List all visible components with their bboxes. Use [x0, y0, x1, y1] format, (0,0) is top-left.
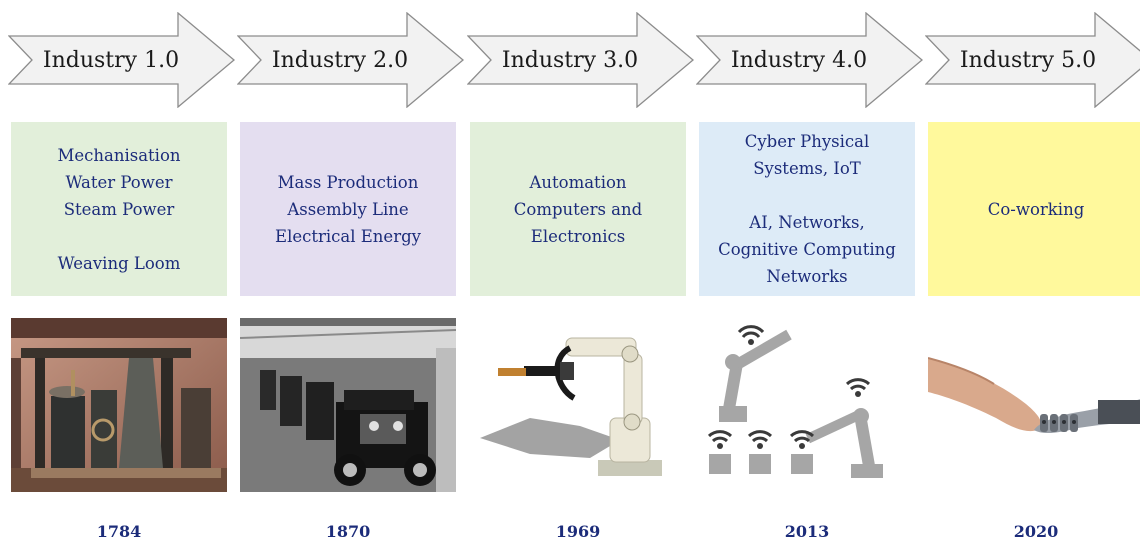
industrial-robot-arm-photo [470, 318, 686, 492]
description-line: Electronics [530, 226, 626, 246]
year-label: 1784 [96, 522, 142, 541]
stage-description-box: Mechanisation Water Power Steam Power We… [11, 122, 227, 296]
stage-arrow-industry-4: Industry 4.0 [696, 12, 924, 108]
description-line: Mass Production [277, 172, 419, 192]
description-line: Cyber Physical [744, 132, 870, 151]
chevron-arrow-icon [925, 12, 1140, 108]
chevron-arrow-icon [8, 12, 236, 108]
stage-description-box: Cyber Physical Systems, IoT AI, Networks… [699, 122, 915, 296]
chevron-arrow-icon [467, 12, 695, 108]
chevron-arrow-icon [696, 12, 924, 108]
stage-description-box: Co-working [928, 122, 1140, 296]
stage-title: Industry 5.0 [959, 47, 1097, 73]
description-line: Weaving Loom [57, 253, 181, 273]
year-label: 2020 [1013, 522, 1059, 541]
description-line: Computers and [513, 199, 643, 219]
stage-arrow-industry-5: Industry 5.0 [925, 12, 1140, 108]
description-line: AI, Networks, [749, 213, 865, 232]
description-line: Systems, IoT [753, 159, 861, 178]
steam-engine-photo [11, 318, 227, 492]
stage-title: Industry 4.0 [730, 47, 868, 73]
stage-title: Industry 1.0 [42, 47, 180, 73]
human-robot-handshake-photo [928, 318, 1140, 492]
year-label: 1870 [325, 522, 371, 541]
description-line: Co-working [987, 199, 1085, 219]
stage-description-box: Automation Computers and Electronics [470, 122, 686, 296]
description-line: Automation [529, 172, 627, 192]
year-label: 2013 [784, 522, 830, 541]
description-line: Electrical Energy [275, 226, 421, 246]
description-line: Assembly Line [287, 199, 409, 219]
description-line: Mechanisation [57, 145, 181, 165]
description-line: Cognitive Computing [718, 240, 896, 259]
connected-robots-wifi-icon [699, 318, 915, 492]
description-line: Networks [766, 267, 848, 286]
chevron-arrow-icon [237, 12, 465, 108]
stage-title: Industry 3.0 [501, 47, 639, 73]
year-label: 1969 [555, 522, 601, 541]
stage-arrow-industry-2: Industry 2.0 [237, 12, 465, 108]
stage-title: Industry 2.0 [271, 47, 409, 73]
stage-description-box: Mass Production Assembly Line Electrical… [240, 122, 456, 296]
description-line: Water Power [65, 172, 173, 192]
stage-arrow-industry-1: Industry 1.0 [8, 12, 236, 108]
assembly-line-cars-photo [240, 318, 456, 492]
stage-arrow-industry-3: Industry 3.0 [467, 12, 695, 108]
description-line: Steam Power [63, 199, 175, 219]
